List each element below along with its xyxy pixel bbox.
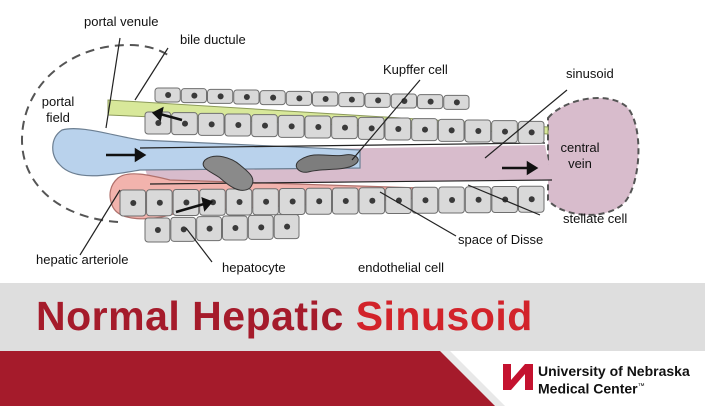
label-portal-field-line2: field [46, 110, 70, 125]
hepatocyte-nucleus [191, 92, 198, 99]
hepatocyte-nucleus [528, 129, 535, 136]
hepatocyte-nucleus [236, 199, 243, 205]
hepatocyte-nucleus [475, 128, 482, 134]
hepatocyte-nucleus [296, 95, 303, 102]
portal-venule [52, 128, 361, 177]
hepatocyte-nucleus [453, 99, 460, 106]
label-bile-ductule: bile ductule [180, 32, 246, 47]
label-hepatocyte: hepatocyte [222, 260, 286, 275]
hepatocyte-nucleus [155, 120, 162, 126]
title-word-sinusoid: Sinusoid [355, 293, 533, 339]
hepatocyte-nucleus [243, 94, 250, 100]
hepatocyte-nucleus [232, 225, 239, 231]
hepatocyte-nucleus [528, 196, 535, 203]
hepatocyte-nucleus [475, 196, 482, 203]
hepatocyte-nucleus [258, 224, 265, 231]
hepatocyte-nucleus [502, 128, 508, 135]
hepatocyte-nucleus [289, 198, 296, 205]
hepatocyte-nucleus [183, 199, 190, 206]
hepatocyte-nucleus [156, 199, 163, 206]
stellate-cell-shape [202, 155, 254, 191]
hepatocyte-nucleus [369, 197, 376, 204]
label-portal-venule: portal venule [84, 14, 158, 29]
title-band [0, 283, 705, 351]
org-line-2: Medical Center™ [538, 380, 645, 397]
hepatocyte-nucleus [342, 198, 349, 204]
hepatocyte-nucleus [209, 199, 216, 206]
hepatocyte-nucleus [154, 227, 161, 233]
portal-field-outline [20, 43, 173, 223]
flow-arrows [106, 106, 539, 214]
label-space-of-disse: space of Disse [458, 232, 543, 247]
label-central-vein-line1: central [560, 140, 599, 155]
hepatocyte-nucleus [368, 125, 375, 132]
hepatocyte-nucleus [427, 98, 434, 105]
title-word-hepatic: Hepatic [192, 293, 344, 339]
sinusoid-lining-top [139, 142, 546, 149]
sinusoid-lining-bottom [149, 179, 553, 185]
label-portal-field-line1: portal [42, 94, 75, 109]
label-kupffer-cell: Kupffer cell [383, 62, 448, 77]
organization-name: University of Nebraska Medical Center™ [538, 363, 690, 397]
label-central-vein-line2: vein [568, 156, 592, 171]
page-title: Normal Hepatic Sinusoid [36, 289, 533, 343]
hepatocyte-cells [119, 87, 545, 243]
hepatocyte-nucleus [270, 94, 277, 101]
hepatocyte-nucleus [449, 197, 456, 203]
hepatocyte-nucleus [375, 97, 382, 104]
label-hepatic-arteriole: hepatic arteriole [36, 252, 129, 267]
hepatocyte-nucleus [322, 96, 329, 102]
hepatocyte-nucleus [284, 223, 291, 230]
hepatocyte-nucleus [262, 122, 268, 129]
hepatocyte-nucleus [206, 225, 213, 232]
hepatocyte-nucleus [422, 126, 428, 133]
hepatocyte-nucleus [448, 127, 455, 134]
hepatocyte-nucleus [395, 126, 402, 132]
hepatocyte-nucleus [316, 198, 323, 205]
kupffer-cell-shape [295, 154, 359, 173]
hepatocyte-nucleus [180, 226, 187, 233]
hepatocyte-nucleus [182, 120, 188, 127]
hepatocyte-nucleus [165, 92, 172, 98]
label-endothelial-cell: endothelial cell [358, 260, 444, 275]
org-line-1: University of Nebraska [538, 363, 690, 379]
hepatocyte-nucleus [235, 122, 242, 128]
hepatocyte-nucleus [348, 96, 355, 103]
trademark-mark: ™ [637, 383, 645, 390]
label-sinusoid: sinusoid [566, 66, 614, 81]
hepatocyte-nucleus [208, 121, 215, 128]
title-word-normal: Normal [36, 293, 181, 339]
hepatocyte-nucleus [342, 124, 348, 131]
arrow-arteriole [175, 202, 205, 214]
leader-lines [79, 37, 568, 263]
hepatocyte-nucleus [217, 93, 224, 100]
hepatocyte-nucleus [130, 200, 137, 206]
label-stellate-cell: stellate cell [563, 211, 627, 226]
hepatocyte-nucleus [263, 198, 270, 205]
hepatocyte-nucleus [288, 123, 295, 130]
central-vein [547, 96, 640, 216]
arrow-bile [159, 112, 183, 122]
unmc-n-logo-icon [503, 364, 533, 390]
hepatocyte-nucleus [422, 197, 429, 204]
hepatocyte-nucleus [315, 124, 322, 130]
